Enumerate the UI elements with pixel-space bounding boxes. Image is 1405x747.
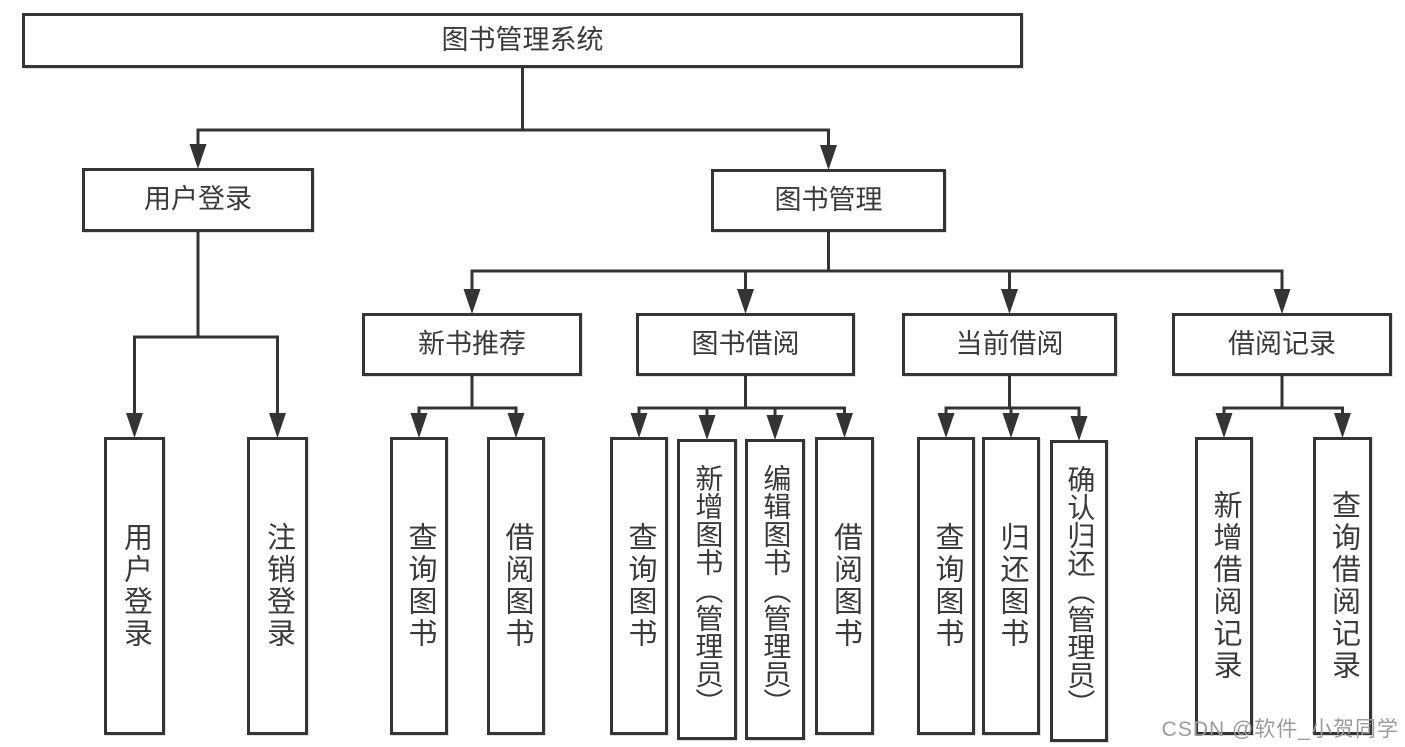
arrowhead-down-icon	[410, 413, 428, 438]
arrowhead-down-icon	[126, 413, 143, 438]
arrowhead-down-icon	[698, 415, 716, 440]
arrowhead-down-icon	[507, 413, 525, 438]
node-book-mgmt: 图书管理	[711, 169, 946, 232]
arrowhead-down-icon	[463, 289, 481, 314]
node-bb-borrow-book: 借阅图书	[815, 437, 874, 735]
node-rec-query-book: 查询图书	[390, 437, 448, 735]
node-rec-borrow-book: 借阅图书	[487, 437, 545, 735]
node-new-book-rec: 新书推荐	[362, 313, 582, 376]
node-br-add-record: 新增借阅记录	[1195, 437, 1253, 735]
node-bb-add-book: 新增图书（管理员）	[677, 439, 737, 740]
node-borrow-records: 借阅记录	[1172, 313, 1392, 376]
arrowhead-down-icon	[1334, 413, 1351, 438]
arrowhead-down-icon	[1070, 416, 1088, 441]
node-br-query-record: 查询借阅记录	[1313, 437, 1372, 735]
arrowhead-down-icon	[630, 413, 648, 438]
node-bb-query-book: 查询图书	[610, 437, 668, 735]
arrowhead-down-icon	[1001, 289, 1018, 314]
arrowhead-down-icon	[766, 415, 784, 440]
node-cb-confirm-return: 确认归还（管理员）	[1050, 440, 1108, 742]
node-user-login: 用户登录	[82, 168, 314, 232]
arrowhead-down-icon	[1215, 413, 1233, 438]
arrowhead-down-icon	[269, 413, 286, 438]
node-logout: 注销登录	[247, 437, 308, 735]
node-book-borrow: 图书借阅	[636, 313, 855, 376]
arrowhead-down-icon	[1273, 289, 1291, 314]
node-current-borrow: 当前借阅	[902, 313, 1117, 376]
node-cb-return-book: 归还图书	[982, 437, 1040, 735]
arrowhead-down-icon	[820, 145, 837, 170]
arrowhead-down-icon	[189, 144, 207, 169]
node-login: 用户登录	[104, 437, 165, 735]
node-root: 图书管理系统	[22, 13, 1023, 68]
arrowhead-down-icon	[937, 413, 955, 438]
node-bb-edit-book: 编辑图书（管理员）	[745, 439, 805, 740]
arrowhead-down-icon	[836, 413, 853, 438]
node-cb-query-book: 查询图书	[917, 437, 975, 735]
arrowhead-down-icon	[1002, 413, 1020, 438]
arrowhead-down-icon	[737, 289, 754, 314]
